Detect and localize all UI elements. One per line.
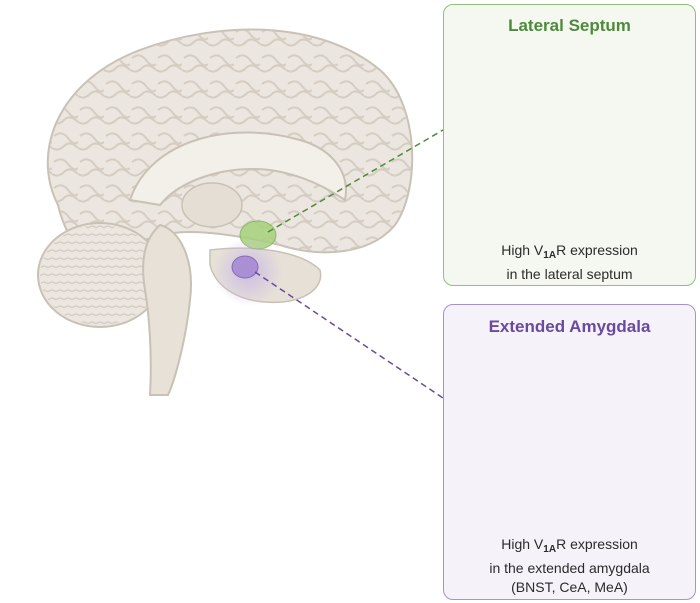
- lateral-septum-panel: Lateral Septum High V1AR expression in t…: [443, 4, 696, 286]
- thalamus: [182, 183, 242, 227]
- caption-suffix: R expression: [556, 242, 638, 258]
- caption-prefix: High V: [501, 536, 543, 552]
- caption-subscript: 1A: [543, 544, 556, 555]
- extended-amygdala-highlight: [232, 256, 258, 278]
- caption-subscript: 1A: [543, 250, 556, 261]
- lateral-septum-caption-line2: in the lateral septum: [444, 265, 695, 284]
- lateral-septum-caption: High V1AR expression in the lateral sept…: [444, 241, 695, 284]
- extended-amygdala-caption: High V1AR expression in the extended amy…: [444, 535, 695, 597]
- caption-suffix: R expression: [556, 536, 638, 552]
- cerebellum-folia: [40, 225, 160, 325]
- extended-amygdala-title: Extended Amygdala: [444, 317, 695, 337]
- extended-amygdala-caption-line3: (BNST, CeA, MeA): [444, 578, 695, 597]
- lateral-septum-title: Lateral Septum: [444, 16, 695, 36]
- lateral-septum-caption-line1: High V1AR expression: [444, 241, 695, 265]
- brainstem: [143, 225, 191, 395]
- caption-prefix: High V: [501, 242, 543, 258]
- extended-amygdala-panel: Extended Amygdala High V1AR expression i…: [443, 304, 696, 600]
- extended-amygdala-caption-line1: High V1AR expression: [444, 535, 695, 559]
- extended-amygdala-caption-line2: in the extended amygdala: [444, 559, 695, 578]
- amygdala-connector-line: [255, 272, 443, 398]
